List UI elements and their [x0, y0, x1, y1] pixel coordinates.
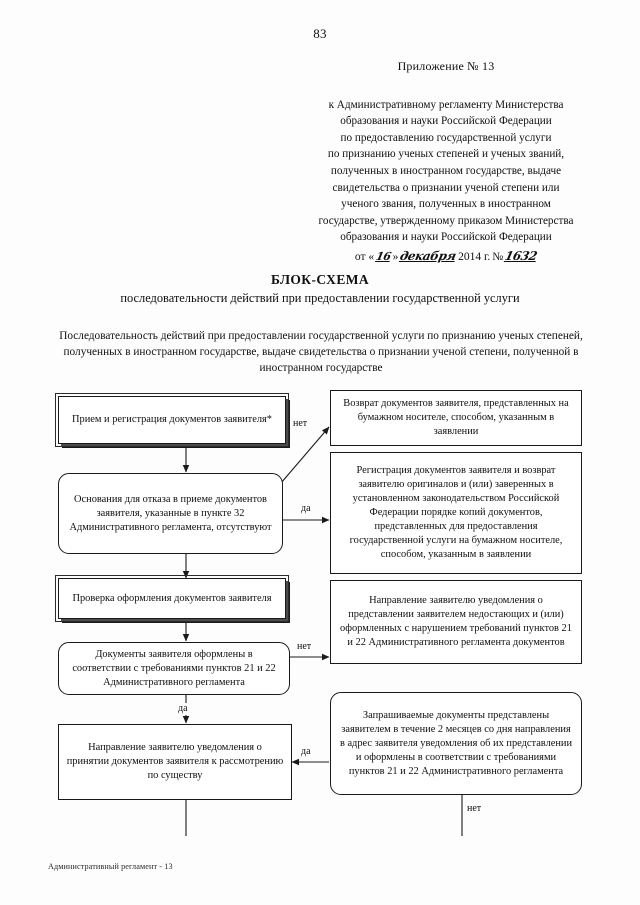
page-lead-paragraph: Последовательность действий при предоста…: [59, 330, 583, 375]
flow-node-text: Регистрация документов заявителя и возвр…: [349, 465, 563, 560]
appendix-title: Приложение № 13: [397, 59, 495, 73]
appendix-ref-line: по предоставлению государственной услуги: [340, 131, 552, 144]
flow-node-r4[interactable]: Запрашиваемые документы представлены зая…: [330, 692, 582, 795]
flow-node-text: Основания для отказа в приеме документов…: [69, 493, 272, 533]
flow-node-text: Запрашиваемые документы представлены зая…: [339, 709, 573, 777]
date-prefix: от «: [354, 250, 375, 263]
appendix-ref-line: свидетельства о признании ученой степени…: [332, 181, 560, 194]
edge-label-no-3: нет: [466, 803, 483, 815]
appendix-ref-line: полученных в иностранном государстве, вы…: [330, 164, 562, 177]
appendix-ref-line: образования и науки Российской Федерации: [340, 115, 552, 128]
flow-node-text: Документы заявителя оформлены в соответс…: [72, 648, 276, 688]
page-footer: Административный регламент - 13: [48, 862, 173, 871]
edge-label-no-2: нет: [296, 641, 313, 653]
flow-node-n2[interactable]: Основания для отказа в приеме документов…: [58, 473, 283, 554]
date-number-label: №: [492, 250, 504, 263]
flow-node-r2[interactable]: Регистрация документов заявителя и возвр…: [330, 452, 582, 574]
flow-node-n3[interactable]: Проверка оформления документов заявителя: [55, 575, 289, 622]
edge-label-yes-3: да: [300, 746, 312, 758]
flow-node-n1[interactable]: Прием и регистрация документов заявителя…: [55, 393, 289, 447]
appendix-ref-line: к Административному регламенту Министерс…: [328, 98, 564, 111]
flow-node-text: Возврат документов заявителя, представле…: [343, 398, 569, 437]
page-number: 83: [313, 26, 327, 41]
flow-node-text: Направление заявителю уведомления о пред…: [340, 595, 572, 648]
appendix-ref-line: государстве, утвержденному приказом Мини…: [318, 214, 574, 227]
flow-node-n5[interactable]: Направление заявителю уведомления о прин…: [58, 724, 292, 800]
appendix-reference: к Административному регламенту Министерс…: [312, 97, 580, 246]
edge-label-no-1: нет: [292, 418, 309, 430]
date-year: 2014 г.: [458, 250, 491, 263]
flow-node-text: Направление заявителю уведомления о прин…: [66, 742, 284, 781]
edge-label-yes-2: да: [177, 703, 189, 715]
edge-label-yes-1: да: [300, 503, 312, 515]
flow-node-text: Проверка оформления документов заявителя: [72, 592, 272, 604]
flow-node-r3[interactable]: Направление заявителю уведомления о пред…: [330, 580, 582, 664]
appendix-ref-line: ученого звания, полученных в иностранном: [341, 198, 551, 211]
flow-node-n4[interactable]: Документы заявителя оформлены в соответс…: [58, 642, 290, 695]
page-subtitle: последовательности действий при предоста…: [120, 291, 520, 305]
date-mid: »: [392, 250, 399, 263]
page-title: БЛОК-СХЕМА: [270, 272, 370, 287]
appendix-ref-line: образования и науки Российской Федерации: [340, 231, 552, 244]
flow-node-r1[interactable]: Возврат документов заявителя, представле…: [330, 390, 582, 446]
flow-node-text: Прием и регистрация документов заявителя…: [72, 414, 272, 425]
appendix-ref-line: по признанию ученых степеней и ученых зв…: [327, 148, 565, 161]
appendix-header: Приложение № 13 к Административному регл…: [312, 58, 580, 266]
